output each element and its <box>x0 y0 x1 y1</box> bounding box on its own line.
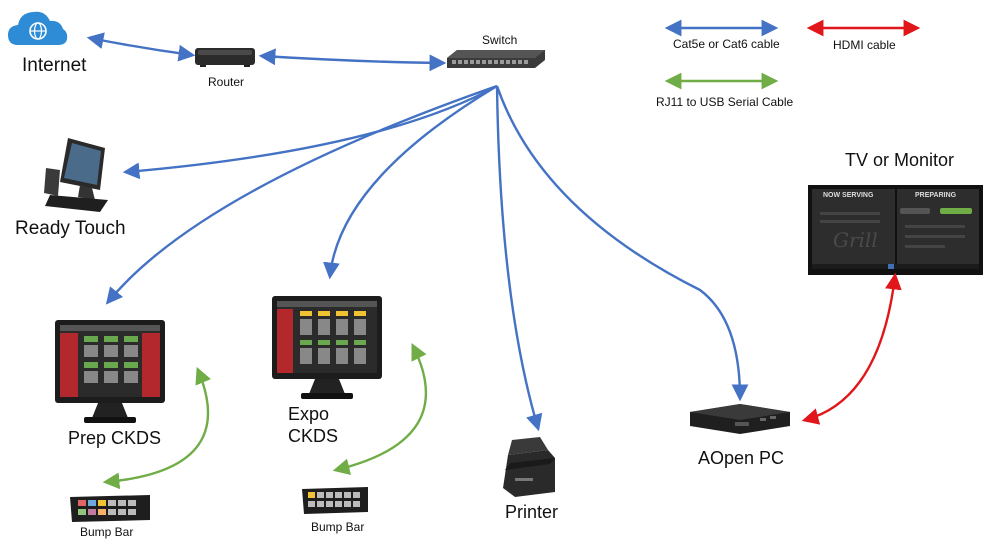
ready-touch-terminal-icon <box>44 138 108 212</box>
link-internet-router <box>86 32 196 62</box>
internet-label: Internet <box>22 55 87 76</box>
legend-cat-label: Cat5e or Cat6 cable <box>673 37 780 51</box>
link-prep-ckds-bump-bar <box>102 366 211 490</box>
printer-label: Printer <box>505 502 559 522</box>
bump-bar-2-icon <box>302 487 368 514</box>
tv-logo-text: Grill <box>833 228 878 252</box>
internet-cloud-icon <box>8 11 68 46</box>
bump-bar-2-label: Bump Bar <box>311 520 365 534</box>
router-label: Router <box>208 75 245 89</box>
expo-ckds-label-line2: CKDS <box>288 426 339 446</box>
link-switch-printer <box>495 85 543 432</box>
router-icon <box>195 48 255 67</box>
prep-ckds-monitor-icon <box>55 320 165 423</box>
tv-preparing-text: PREPARING <box>915 192 957 199</box>
printer-icon <box>503 437 555 497</box>
link-expo-ckds-bump-bar <box>332 342 428 475</box>
link-switch-ready-touch <box>122 84 498 180</box>
expo-ckds-monitor-icon <box>272 296 382 399</box>
ready-touch-label: Ready Touch <box>15 218 126 239</box>
link-switch-expo-ckds <box>323 84 498 280</box>
bump-bar-1-label: Bump Bar <box>80 525 134 539</box>
switch-icon <box>447 50 545 68</box>
tv-monitor-label: TV or Monitor <box>845 150 955 170</box>
tv-monitor-icon <box>808 185 983 275</box>
aopen-pc-label: AOpen PC <box>698 448 785 468</box>
prep-ckds-label: Prep CKDS <box>68 428 162 448</box>
legend-rj11-label: RJ11 to USB Serial Cable <box>656 95 794 109</box>
link-switch-prep-ckds <box>105 84 498 305</box>
link-router-switch <box>258 48 447 72</box>
switch-label: Switch <box>482 33 518 47</box>
link-switch-aopen-pc <box>495 85 749 402</box>
tv-now-serving-text: NOW SERVING <box>823 192 874 199</box>
link-aopen-pc-tv <box>801 272 902 425</box>
bump-bar-1-icon <box>70 495 150 522</box>
aopen-pc-icon <box>690 404 790 434</box>
expo-ckds-label-line1: Expo <box>288 404 330 424</box>
legend-hdmi-label: HDMI cable <box>833 38 896 52</box>
